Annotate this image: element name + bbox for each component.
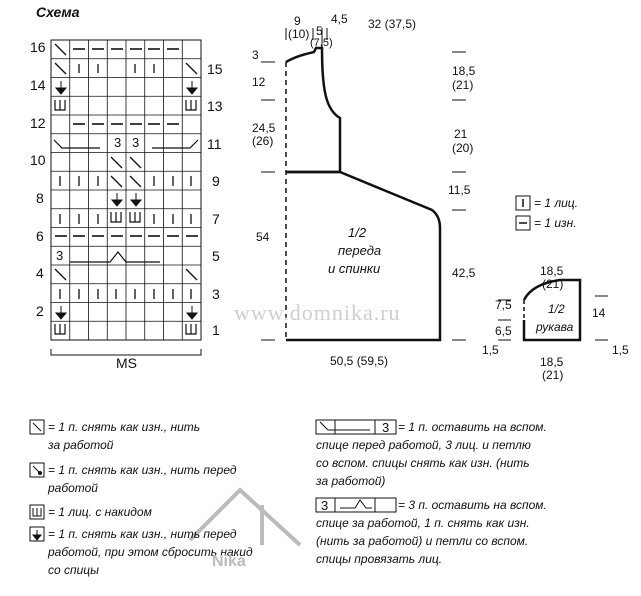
legend-text: работой	[48, 481, 98, 495]
legend-text: работой, при этом сбросить накид	[48, 545, 253, 559]
legend-text: = 1 п. снять как изн., нить перед	[48, 527, 237, 541]
small-legend-symbols	[515, 195, 531, 231]
legend-text: (нить за работой) и петли со вспом.	[316, 534, 529, 548]
dim-label: 14	[592, 306, 606, 320]
dim-label: 18,5	[452, 64, 476, 78]
legend-text: спице за работой, 1 п. снять как изн.	[316, 516, 530, 530]
row-number: 6	[36, 228, 44, 244]
piece-label: переда	[338, 243, 382, 258]
legend-text: со вспом. спицы снять как изн. (нить	[316, 456, 530, 470]
piece-label: 1/2	[348, 225, 367, 240]
dim-label: (20)	[452, 141, 474, 155]
row-number: 2	[36, 303, 44, 319]
knitting-chart-grid	[50, 39, 202, 341]
piece-label: 1/2	[548, 302, 565, 316]
nika-logo	[188, 487, 302, 547]
dim-label: (26)	[252, 134, 274, 148]
row-number: 10	[30, 152, 46, 168]
dim-label: 9	[294, 14, 301, 28]
dim-label: 6,5	[495, 324, 512, 338]
piece-label: рукава	[536, 320, 574, 334]
dim-label: (10)	[288, 27, 310, 41]
legend-text: спице перед работой, 3 лиц. и петлю	[316, 438, 531, 452]
watermark: www.domnika.ru	[234, 300, 401, 325]
piece-label: и спинки	[328, 261, 381, 276]
legend-text: за работой	[48, 438, 114, 452]
legend-text: = 1 п. снять как изн., нить перед	[48, 463, 237, 477]
legend-text: = 1 п. оставить на вспом.	[398, 420, 547, 434]
dim-label: 5	[316, 24, 323, 38]
page-title: Схема	[36, 4, 80, 20]
dim-label: 24,5	[252, 121, 276, 135]
dim-label: 32 (37,5)	[368, 17, 417, 31]
row-number: 7	[212, 211, 220, 227]
dim-label: 1,5	[482, 343, 499, 357]
legend-text: спицы провязать лиц.	[316, 552, 443, 566]
dim-label: 18,5	[540, 355, 564, 369]
cable-count: 3	[56, 248, 64, 263]
dim-label: 21	[454, 127, 468, 141]
dim-label: (7,5)	[310, 37, 333, 49]
row-number: 15	[207, 61, 223, 77]
row-number: 13	[207, 98, 223, 114]
row-number: 3	[212, 286, 220, 302]
dim-label: 50,5 (59,5)	[330, 354, 389, 368]
legend-text: = 1 п. снять как изн., нить	[48, 420, 201, 434]
dim-label: (21)	[542, 277, 564, 291]
dim-label: 12	[252, 75, 266, 89]
legend-knit: = 1 лиц.	[534, 196, 578, 210]
row-number: 8	[36, 190, 44, 206]
garment-schema	[261, 28, 466, 342]
row-number: 11	[207, 136, 222, 152]
drop-arrow-icons	[54, 81, 199, 320]
dim-label: 18,5	[540, 264, 564, 278]
legend-text: = 3 п. оставить на вспом.	[398, 498, 547, 512]
cable-count: 3	[132, 135, 140, 150]
row-number: 16	[30, 39, 46, 55]
legend-text: = 1 лиц. с накидом	[48, 505, 152, 519]
dim-label: 3	[252, 48, 259, 62]
row-number: 14	[30, 77, 46, 93]
row-number: 4	[36, 265, 44, 281]
cable-count: 3	[114, 135, 122, 150]
row-number: 9	[212, 173, 220, 189]
ms-bracket	[50, 349, 202, 356]
legend-purl: = 1 изн.	[534, 216, 577, 230]
chart-label: MS	[116, 355, 137, 371]
row-number: 12	[30, 115, 46, 131]
dim-label: (21)	[542, 368, 564, 382]
bottom-legend-symbols	[29, 419, 397, 542]
legend-text: за работой)	[316, 474, 386, 488]
legend-symbol-count: 3	[321, 498, 329, 513]
dim-label: 7,5	[495, 298, 512, 312]
sleeve-schema	[498, 278, 608, 342]
dim-label: 11,5	[448, 183, 471, 197]
logo-text: Nika	[212, 553, 246, 570]
dim-label: 42,5	[452, 266, 476, 280]
row-number: 1	[212, 322, 220, 338]
dim-label: 54	[256, 230, 270, 244]
dim-label: 4,5	[331, 12, 348, 26]
dim-label: (21)	[452, 78, 474, 92]
legend-symbol-count: 3	[382, 420, 390, 435]
row-number: 5	[212, 248, 220, 264]
dim-label: 1,5	[612, 343, 629, 357]
legend-text: со спицы	[48, 563, 99, 577]
